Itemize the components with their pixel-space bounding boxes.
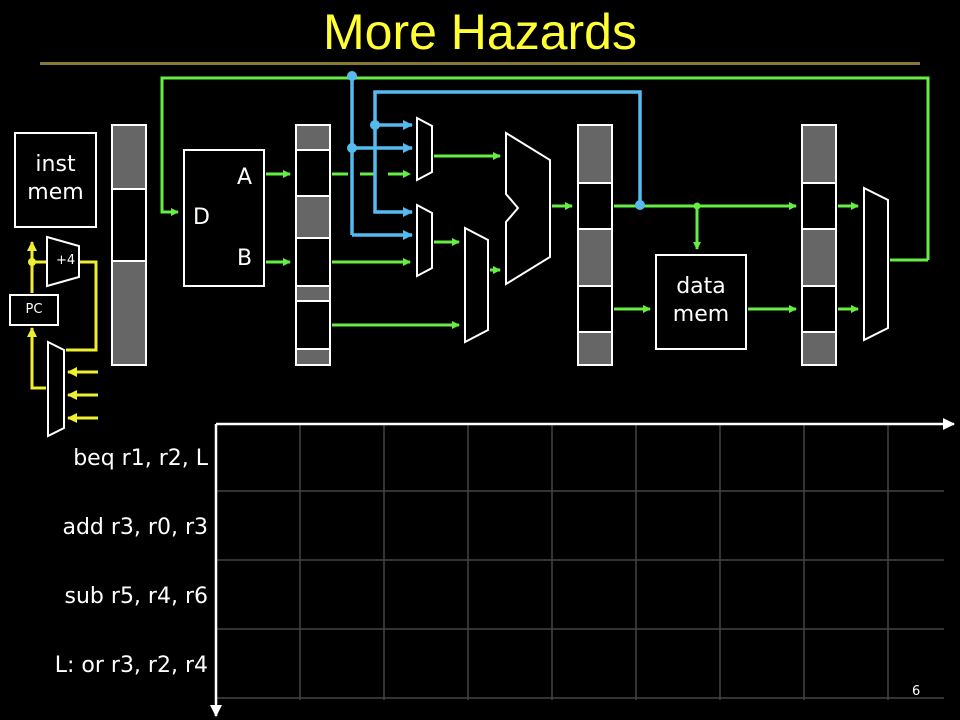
pipeline-register-mem-wb	[801, 124, 837, 366]
pc-wires	[27, 241, 98, 423]
inst-mem-box	[14, 132, 97, 228]
instruction-label: add r3, r0, r3	[62, 515, 208, 540]
register-file-box	[183, 149, 265, 287]
pc-box	[9, 294, 59, 326]
alu-src-mux	[464, 226, 489, 344]
pc-mux	[47, 340, 65, 438]
pipeline-register-if-id	[111, 124, 147, 366]
register-port-b: B	[237, 246, 253, 271]
adder-label: +4	[56, 253, 76, 268]
title-underline	[40, 62, 920, 65]
data-mem-box	[655, 254, 747, 350]
wire-junction	[693, 202, 701, 210]
pc-label: PC	[25, 302, 43, 317]
instruction-label: L: or r3, r2, r4	[54, 653, 208, 678]
alu	[505, 131, 551, 286]
register-port-a: A	[237, 165, 253, 190]
forwarding-wires	[350, 76, 642, 240]
data-mem-label: data mem	[672, 274, 730, 327]
register-port-d: D	[193, 205, 210, 230]
forward-mux-a	[416, 116, 433, 182]
forward-mux-b	[416, 203, 433, 278]
pc-adder	[46, 235, 80, 288]
instruction-label: beq r1, r2, L	[73, 446, 208, 471]
inst-mem-label: inst mem	[27, 152, 84, 205]
datapath-wires	[160, 76, 930, 329]
pc-junction	[28, 258, 36, 266]
writeback-mux	[863, 186, 889, 342]
slide-number: 6	[912, 684, 921, 699]
pipeline-register-ex-mem	[577, 124, 613, 366]
forwarding-junctions	[347, 71, 645, 210]
timeline-grid	[216, 424, 944, 700]
pipeline-register-id-ex	[295, 124, 331, 366]
slide-title: More Hazards	[323, 4, 637, 60]
instruction-label: sub r5, r4, r6	[64, 584, 208, 609]
